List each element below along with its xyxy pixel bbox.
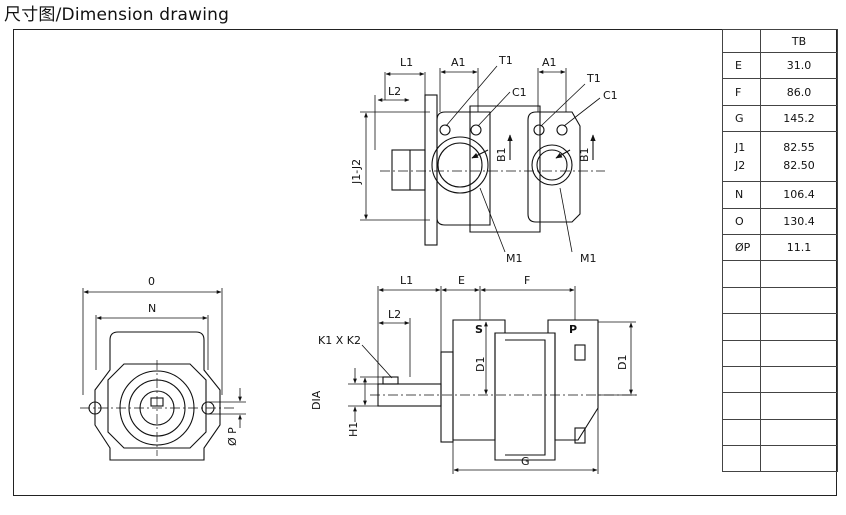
page-title: 尺寸图/Dimension drawing [4, 5, 230, 25]
side-view [370, 319, 640, 461]
label-n: N [148, 302, 156, 315]
table-empty-row [722, 445, 838, 473]
label-l2-top: L2 [388, 85, 401, 98]
label-a1-right: A1 [542, 56, 557, 69]
label-g: G [521, 455, 530, 468]
label-p: Ø P [226, 427, 239, 446]
label-d1-right: D1 [616, 355, 629, 370]
label-l1-side: L1 [400, 274, 413, 287]
table-empty-row [722, 418, 838, 447]
table-row: ØP 11.1 [722, 233, 838, 262]
table-empty-row [722, 365, 838, 394]
label-t1-right: T1 [586, 72, 601, 85]
table-row: G 145.2 [722, 104, 838, 133]
table-row: F 86.0 [722, 78, 838, 106]
table-empty-row [722, 313, 838, 341]
table-row: O 130.4 [722, 207, 838, 235]
table-header-row: TB [722, 29, 838, 53]
label-l1-top: L1 [400, 56, 413, 69]
label-h1: H1 [347, 422, 360, 437]
label-dia: DIA [310, 390, 323, 410]
table-row: E 31.0 [722, 51, 838, 80]
table-empty-row [722, 286, 838, 315]
label-k1k2: K1 X K2 [318, 334, 361, 347]
table-empty-row [722, 260, 838, 288]
top-view [380, 94, 605, 246]
label-t1-left: T1 [498, 54, 513, 67]
label-l2-side: L2 [388, 308, 401, 321]
label-j1-j2: J1-J2 [350, 159, 363, 185]
label-a1-left: A1 [451, 56, 466, 69]
label-c1-right: C1 [603, 89, 618, 102]
front-view [80, 331, 235, 461]
label-p-port: P [569, 323, 577, 336]
label-f: F [524, 274, 530, 287]
label-o: 0 [148, 275, 155, 288]
label-m1-right: M1 [580, 252, 597, 265]
table-empty-row [722, 339, 838, 367]
label-b1-left: B1 [495, 147, 508, 162]
table-row: N 106.4 [722, 181, 838, 209]
label-s: S [475, 323, 483, 336]
label-b1-right: B1 [578, 147, 591, 162]
label-c1-left: C1 [512, 86, 527, 99]
label-e: E [458, 274, 465, 287]
table-empty-row [722, 392, 838, 420]
label-d1-center: D1 [474, 357, 487, 372]
table-header-tb: TB [760, 29, 838, 53]
label-m1-left: M1 [506, 252, 523, 265]
